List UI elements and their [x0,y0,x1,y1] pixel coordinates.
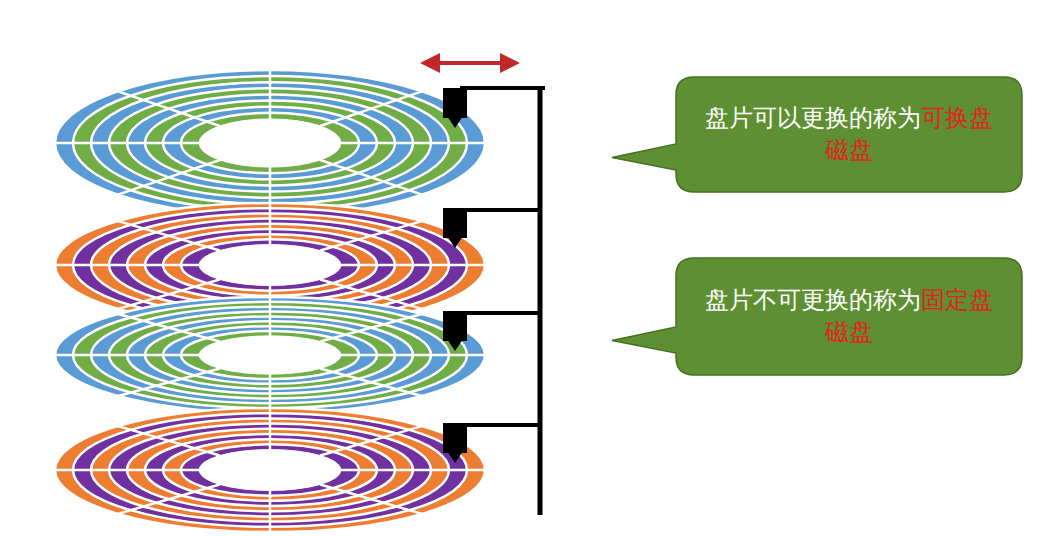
arm [460,86,545,90]
sector-line [118,484,220,513]
spindle-hole [199,336,341,374]
platter [55,408,485,532]
read-write-head [443,208,467,248]
sector-line [118,160,220,195]
platter [55,297,485,413]
callout-shape [612,258,1022,375]
sector-line [320,160,422,195]
sector-line [118,314,220,341]
arm-shaft [538,88,543,515]
callout-bubble: 盘片可以更换的称为可换盘磁盘 [612,77,1022,192]
sector-line [118,369,220,396]
read-write-head [443,88,467,128]
sector-line [118,221,220,250]
sector-line [118,426,220,455]
callout-text: 盘片不可更换的称为 [705,286,921,314]
spindle-hole [199,450,341,491]
callout-text: 盘片不可更换的称为固定盘磁盘 [694,284,1004,349]
track [55,297,485,413]
sector-line [320,426,422,455]
arm [460,423,542,427]
sector-line [269,203,272,245]
callout-text: 盘片可以更换的称为 [705,104,921,132]
track [55,408,485,532]
sector-line [320,369,422,396]
sector-line [118,91,220,126]
sector-line [341,354,485,357]
spindle-hole [199,245,341,286]
read-write-head [443,311,467,351]
sector-line [55,354,199,357]
sector-line [55,142,199,145]
sector-line [55,264,199,267]
sector-line [341,469,485,472]
sector-line [269,70,272,119]
sector-line [320,484,422,513]
read-write-head [443,423,467,463]
callout-text: 盘片可以更换的称为可换盘磁盘 [694,102,1004,167]
callout-shape [612,77,1022,192]
track [55,70,485,216]
sector-line [269,490,272,532]
arm [460,208,542,212]
sector-line [269,297,272,336]
sector-line [320,91,422,126]
callout-bubble: 盘片不可更换的称为固定盘磁盘 [612,258,1022,375]
sector-line [55,469,199,472]
spindle-hole [199,119,341,167]
head-assembly [443,88,545,515]
sector-line [341,142,485,145]
sector-line [269,408,272,450]
arm [460,311,542,315]
sector-line [341,264,485,267]
platter [55,70,485,216]
sector-line [320,221,422,250]
motion-arrow [424,61,516,65]
sector-line [320,314,422,341]
